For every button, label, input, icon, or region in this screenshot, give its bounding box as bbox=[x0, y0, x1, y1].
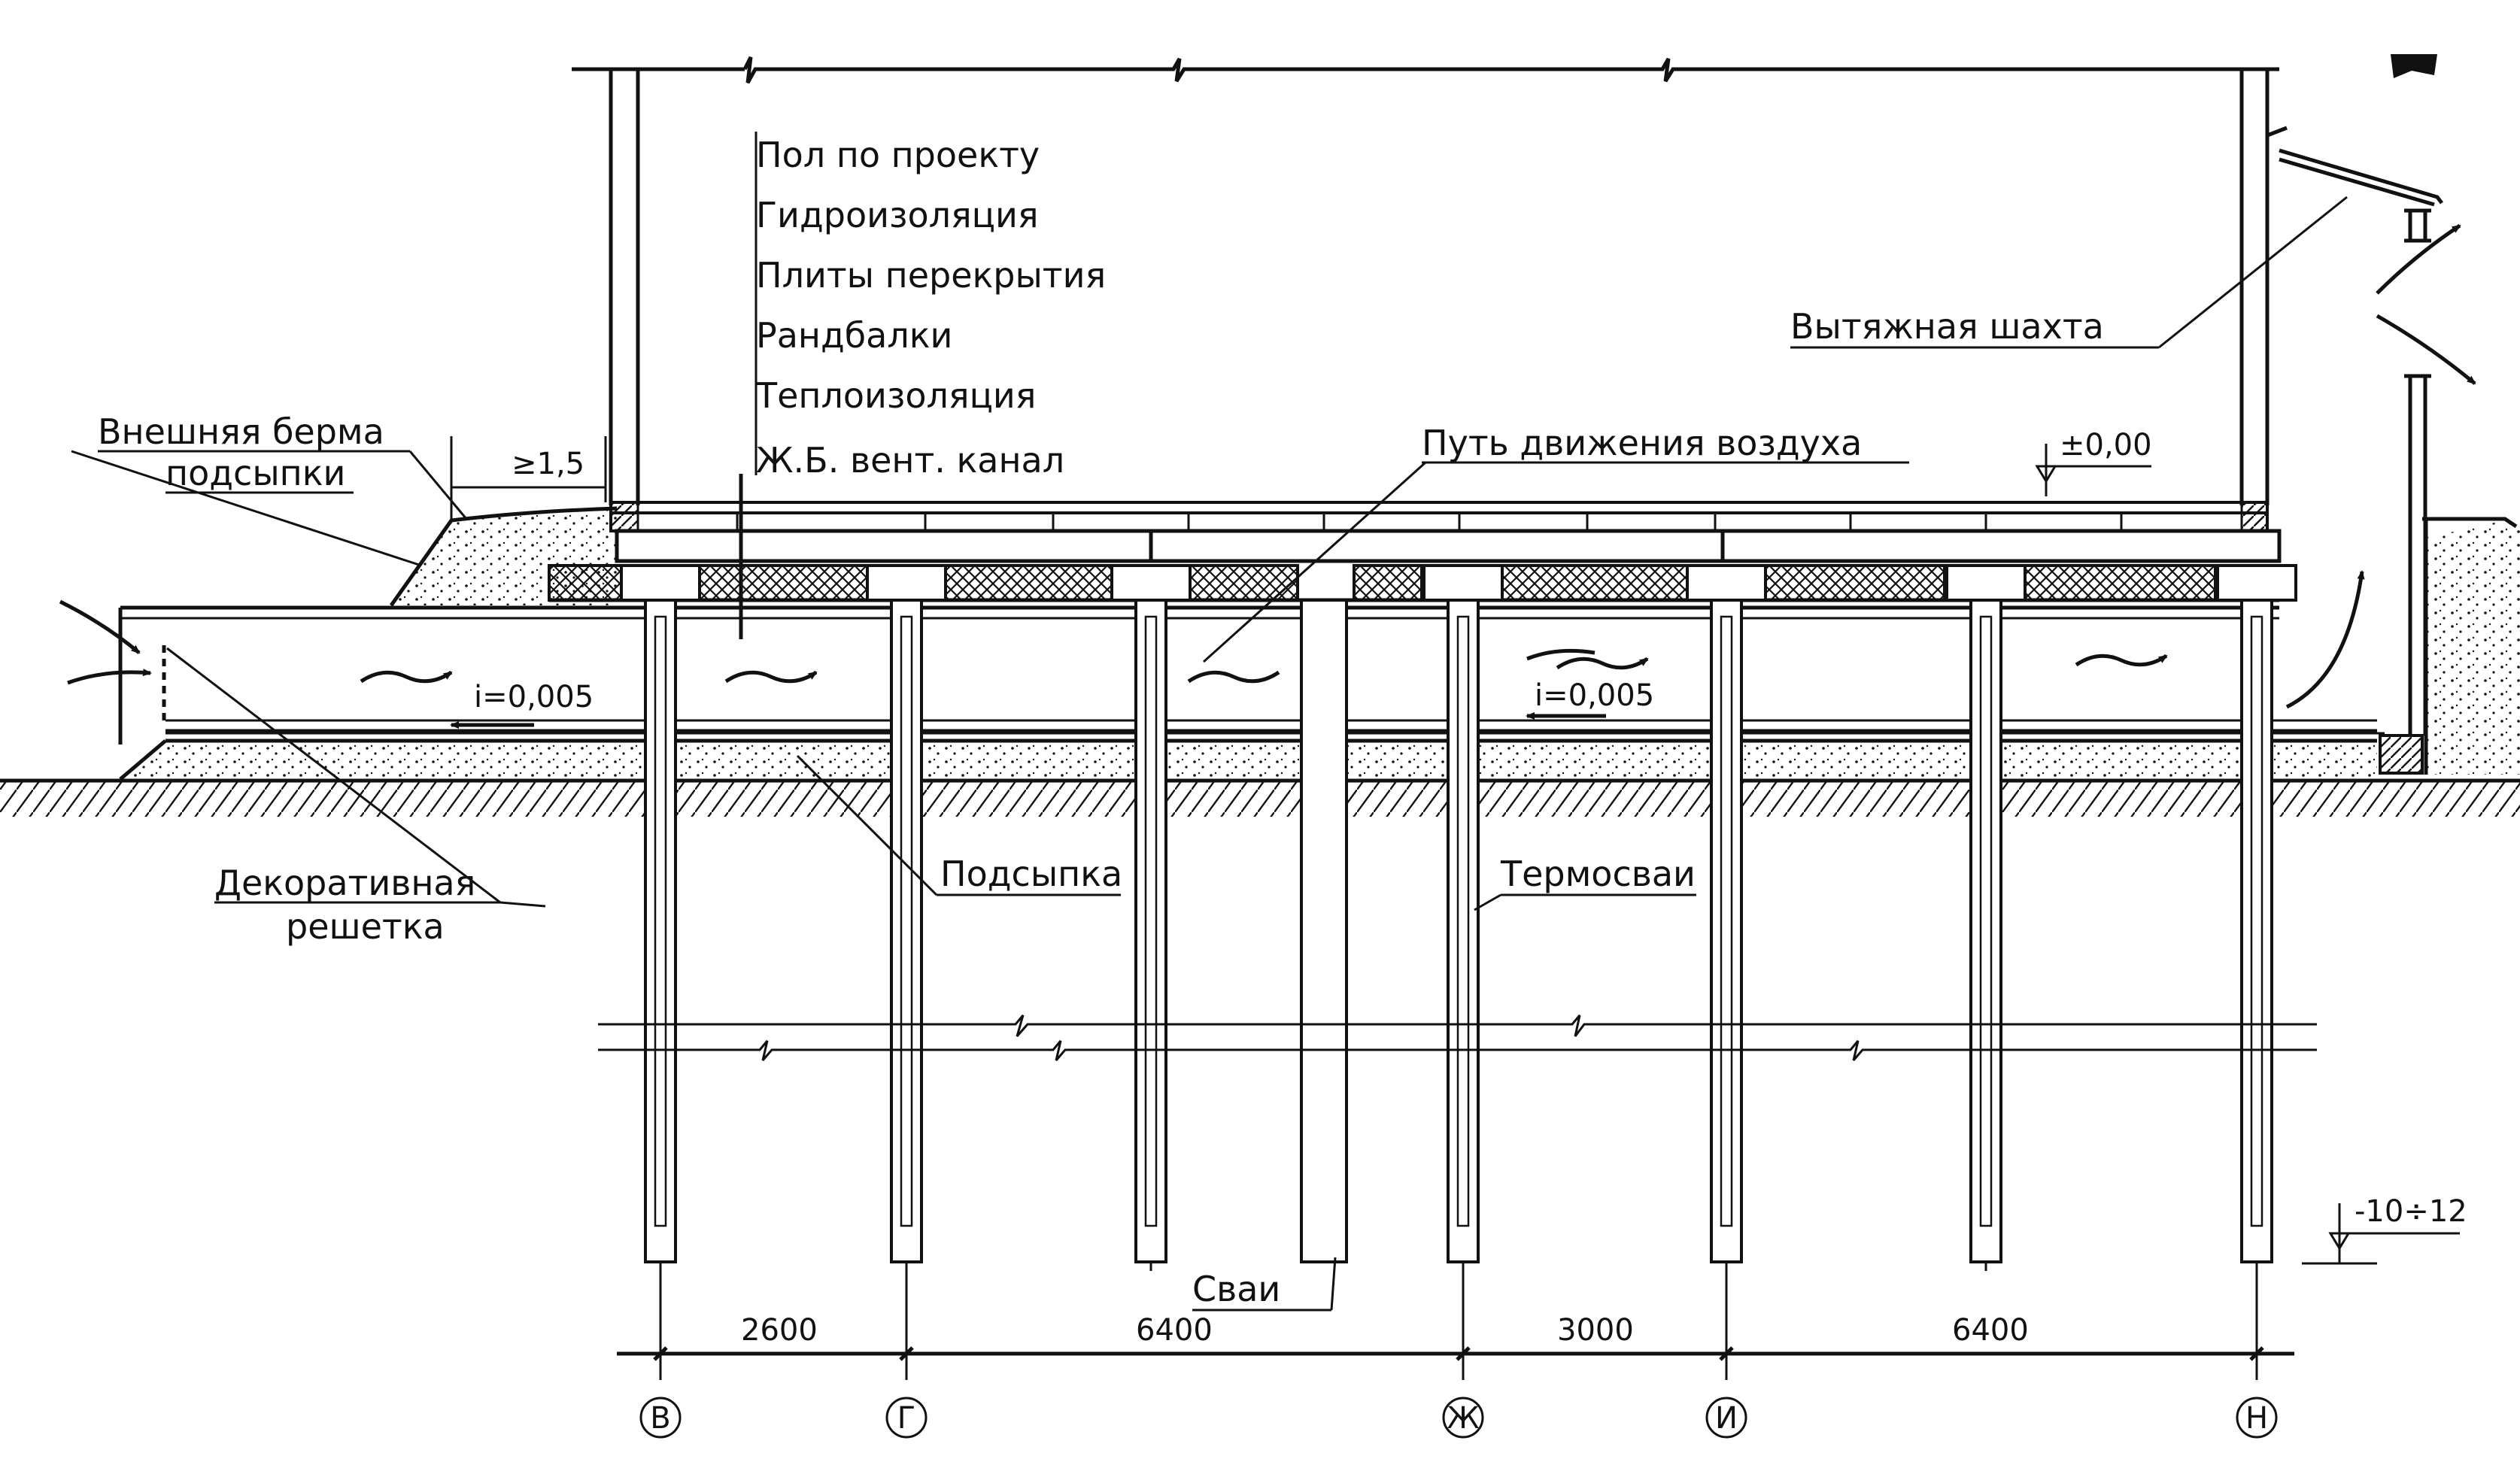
pile-cap bbox=[620, 564, 701, 602]
label-floor: Пол по проекту bbox=[756, 135, 1040, 175]
pile-cap bbox=[1422, 564, 1504, 602]
pile-cap bbox=[1110, 564, 1192, 602]
label-insulation: Теплоизоляция bbox=[755, 375, 1036, 416]
label-slabs: Плиты перекрытия bbox=[756, 255, 1106, 296]
label-waterproofing: Гидроизоляция bbox=[756, 195, 1039, 235]
label-level-zero: ±0,00 bbox=[2060, 428, 2152, 463]
label-decor-grid-1: Декоративная bbox=[214, 863, 475, 903]
piles-label: Сваи bbox=[1192, 1257, 1337, 1312]
pile-cap bbox=[2216, 564, 2297, 602]
axis-n: Н bbox=[2245, 1401, 2268, 1436]
dim-2: 6400 bbox=[1136, 1313, 1213, 1348]
thermo-piles-label: Термосваи bbox=[1474, 854, 1696, 911]
plain-pile bbox=[1300, 599, 1348, 1263]
dimension-line: 2600 6400 3000 6400 bbox=[617, 1271, 2294, 1380]
axis-zh: Ж bbox=[1447, 1401, 1479, 1436]
thermo-pile bbox=[1969, 599, 2002, 1263]
outer-berm-label: Внешняя берма подсыпки bbox=[71, 411, 468, 567]
exhaust-shaft bbox=[2266, 54, 2476, 775]
floor-slab bbox=[609, 501, 2282, 563]
thermo-pile bbox=[644, 599, 677, 1263]
thermo-pile bbox=[890, 599, 923, 1263]
piles-group bbox=[620, 564, 2297, 1271]
dim-4: 6400 bbox=[1952, 1313, 2029, 1348]
fill-label: Подсыпка bbox=[796, 754, 1122, 896]
axis-markers: В Г Ж И Н bbox=[639, 1397, 2278, 1439]
fill-layer bbox=[119, 732, 2385, 781]
label-exhaust-shaft: Вытяжная шахта bbox=[1790, 306, 2104, 347]
level-bottom-mark: -10÷12 bbox=[2302, 1194, 2467, 1265]
thermo-pile-core bbox=[900, 615, 913, 1227]
air-path-label: Путь движения воздуха bbox=[1202, 423, 1909, 663]
exhaust-shaft-label: Вытяжная шахта bbox=[1790, 196, 2348, 349]
layer-labels: Пол по проекту Гидроизоляция Плиты перек… bbox=[739, 132, 1106, 639]
label-fill: Подсыпка bbox=[940, 854, 1122, 894]
level-zero-mark: ±0,00 bbox=[2035, 428, 2152, 496]
label-thermo-piles: Термосваи bbox=[1500, 854, 1696, 894]
building-walls bbox=[572, 56, 2279, 505]
thermo-pile-core bbox=[2250, 615, 2263, 1227]
thermo-pile bbox=[1710, 599, 1743, 1263]
break-line bbox=[598, 1014, 2317, 1061]
thermo-pile-core bbox=[654, 615, 667, 1227]
thermo-pile bbox=[2240, 599, 2273, 1263]
ground bbox=[0, 778, 2520, 817]
thermo-pile-core bbox=[1456, 615, 1470, 1227]
dim-3: 3000 bbox=[1557, 1313, 1634, 1348]
min-berm-dimension: ≥1,5 bbox=[450, 436, 607, 519]
thermo-pile-core bbox=[1979, 615, 1993, 1227]
right-berm bbox=[2422, 517, 2520, 775]
pile-cap bbox=[1945, 564, 2027, 602]
label-slope-right: i=0,005 bbox=[1535, 678, 1654, 713]
axis-i: И bbox=[1715, 1401, 1738, 1436]
label-decor-grid-2: решетка bbox=[286, 906, 445, 947]
label-level-bottom: -10÷12 bbox=[2355, 1194, 2467, 1229]
thermo-pile-core bbox=[1720, 615, 1733, 1227]
thermo-pile bbox=[1134, 599, 1167, 1263]
label-piles: Сваи bbox=[1192, 1269, 1280, 1309]
label-vent-channel: Ж.Б. вент. канал bbox=[756, 440, 1064, 481]
label-min-dim: ≥1,5 bbox=[512, 447, 584, 481]
decor-grid-label: Декоративная решетка bbox=[166, 647, 546, 947]
pile-cap bbox=[1686, 564, 1767, 602]
label-air-path: Путь движения воздуха bbox=[1422, 423, 1862, 463]
label-slope-left: i=0,005 bbox=[474, 680, 594, 714]
vent-channel bbox=[118, 605, 2377, 745]
thermo-pile-core bbox=[1144, 615, 1158, 1227]
axis-g: Г bbox=[897, 1401, 915, 1436]
air-flow-arrows bbox=[59, 599, 2168, 729]
axis-v: В bbox=[650, 1401, 670, 1436]
dim-1: 2600 bbox=[741, 1313, 818, 1348]
label-outer-berm-1: Внешняя берма bbox=[98, 411, 384, 452]
thermo-pile bbox=[1447, 599, 1480, 1263]
label-outer-berm-2: подсыпки bbox=[165, 453, 345, 493]
pile-cap bbox=[866, 564, 947, 602]
label-rand-beams: Рандбалки bbox=[756, 315, 952, 356]
